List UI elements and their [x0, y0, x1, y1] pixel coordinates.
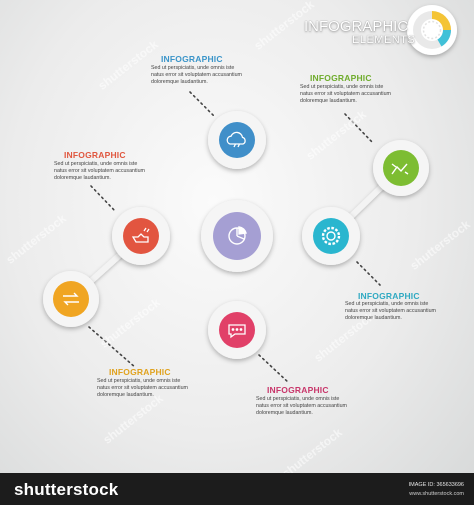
- leader-bottom: [258, 354, 290, 384]
- header-title: INFOGRAPHIC: [304, 18, 409, 35]
- hand-icon: [131, 227, 150, 243]
- desc-line: natus error sit voluptatem accusantium: [256, 403, 347, 410]
- label-bottom-left: INFOGRAPHIC: [109, 367, 171, 377]
- leader-lines: [88, 91, 381, 384]
- node-right[interactable]: [302, 207, 360, 265]
- node-bottom-left[interactable]: [43, 271, 99, 327]
- desc-line: natus error sit voluptatem accusantium: [345, 308, 436, 315]
- footer-brand: shutterstock: [14, 480, 119, 499]
- desc-right: Sed ut perspiciatis, unde omnis iste nat…: [345, 301, 443, 323]
- label-top-right: INFOGRAPHIC: [310, 73, 372, 83]
- leader-top-right: [344, 113, 373, 143]
- desc-line: doloremque laudantium.: [345, 315, 402, 322]
- desc-line: natus error sit voluptatem accusantium: [151, 72, 242, 79]
- label-left: INFOGRAPHIC: [64, 150, 126, 160]
- desc-line: natus error sit voluptatem accusantium: [300, 91, 391, 98]
- footer-bar: shutterstock IMAGE ID: 365633696 www.shu…: [0, 473, 474, 505]
- cloud-icon: [226, 131, 246, 148]
- desc-bottom-left: Sed ut perspiciatis, unde omnis iste nat…: [97, 378, 195, 400]
- node-left[interactable]: [112, 207, 170, 265]
- label-right: INFOGRAPHIC: [358, 291, 420, 301]
- infographic-canvas: shutterstock shutterstock shutterstock s…: [43, 5, 457, 418]
- desc-left: Sed ut perspiciatis, unde omnis iste nat…: [54, 161, 152, 183]
- gear-icon: [321, 226, 341, 246]
- desc-line: natus error sit voluptatem accusantium: [97, 385, 188, 392]
- desc-line: Sed ut perspiciatis, unde omnis iste: [256, 396, 340, 402]
- node-top-right[interactable]: [373, 140, 429, 196]
- desc-bottom: Sed ut perspiciatis, unde omnis iste nat…: [256, 396, 354, 418]
- chat-bubble-icon: [228, 324, 246, 339]
- pie-chart-icon: [228, 226, 247, 245]
- desc-line: Sed ut perspiciatis, unde omnis iste: [151, 65, 235, 71]
- desc-line: doloremque laudantium.: [256, 410, 313, 417]
- diagram-svg: [43, 5, 457, 384]
- desc-top-right: Sed ut perspiciatis, unde omnis iste nat…: [300, 84, 398, 106]
- header-pie: [407, 5, 457, 55]
- desc-line: Sed ut perspiciatis, unde omnis iste: [54, 161, 138, 167]
- exchange-arrows-icon: [63, 292, 79, 306]
- desc-top: Sed ut perspiciatis, unde omnis iste nat…: [151, 65, 249, 87]
- desc-line: natus error sit voluptatem accusantium: [54, 168, 145, 175]
- leader-bottom-left: [88, 326, 137, 369]
- leader-left: [90, 185, 117, 213]
- label-top: INFOGRAPHIC: [161, 54, 223, 64]
- leader-top: [189, 91, 215, 117]
- label-bottom: INFOGRAPHIC: [267, 385, 329, 395]
- desc-line: Sed ut perspiciatis, unde omnis iste: [345, 301, 429, 307]
- header-subtitle: ELEMENTS: [352, 34, 416, 46]
- footer-site: www.shutterstock.com: [409, 491, 464, 497]
- leader-right: [356, 261, 381, 286]
- desc-line: doloremque laudantium.: [97, 392, 154, 399]
- desc-line: Sed ut perspiciatis, unde omnis iste: [97, 378, 181, 384]
- desc-line: doloremque laudantium.: [151, 79, 208, 86]
- trend-line-icon: [391, 163, 409, 175]
- desc-line: Sed ut perspiciatis, unde omnis iste: [300, 84, 384, 90]
- node-top[interactable]: [208, 111, 266, 169]
- desc-line: doloremque laudantium.: [300, 98, 357, 105]
- footer-image-id: IMAGE ID: 365633696: [408, 482, 464, 488]
- desc-line: doloremque laudantium.: [54, 175, 111, 182]
